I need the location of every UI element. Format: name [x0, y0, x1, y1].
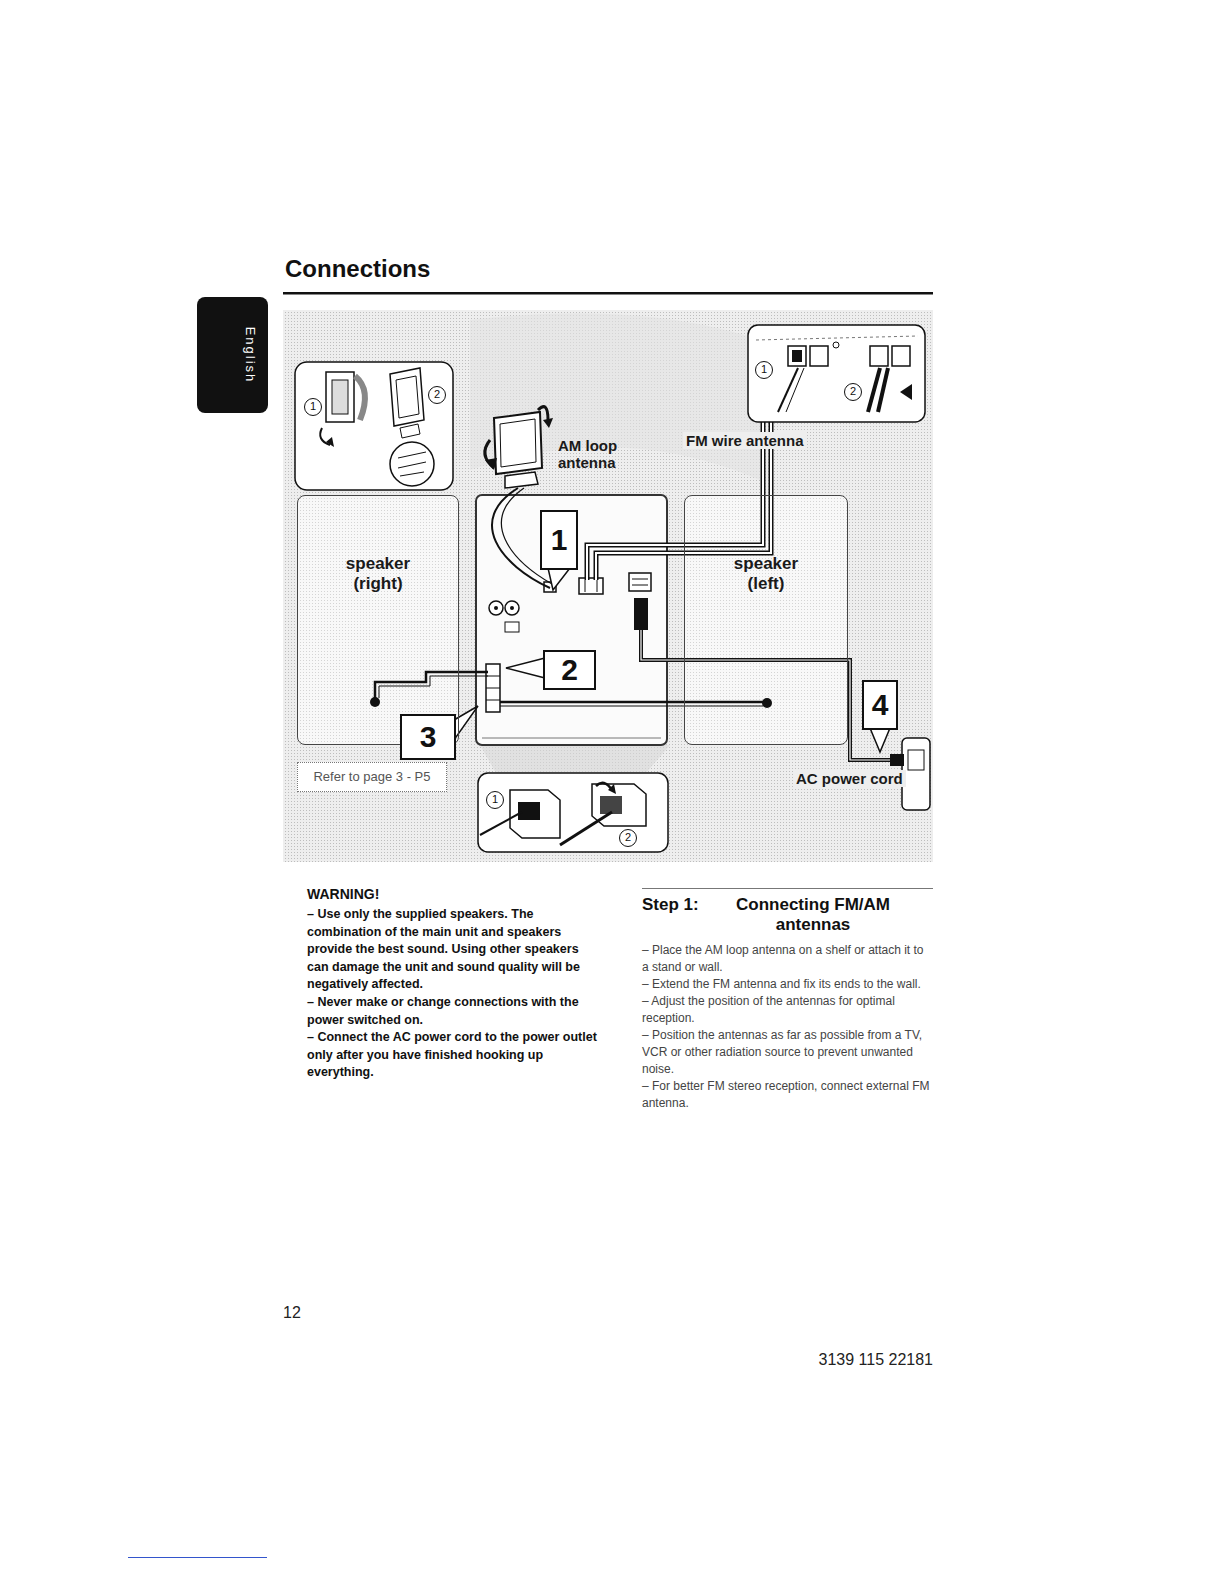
shade — [470, 313, 760, 480]
warning-text: – Connect the AC power cord to the power… — [307, 1029, 599, 1082]
callout-number: 2 — [543, 650, 596, 690]
fm-antenna-inset — [748, 325, 925, 422]
speaker-body — [297, 495, 459, 745]
part-name: FM wire antenna — [683, 432, 807, 449]
document-code: 3139 115 22181 — [763, 1350, 933, 1370]
callout-text: 3 — [420, 720, 437, 754]
step-marker: 1 — [755, 361, 773, 379]
speaker-clip-inset — [478, 773, 668, 852]
step-marker: 1 — [304, 398, 322, 416]
warning-text: – Never make or change connections with … — [307, 994, 599, 1029]
language-tab-text: English — [240, 310, 260, 400]
text-column: – Place the AM loop antenna on a shelf o… — [642, 942, 933, 1112]
step-marker: 2 — [619, 829, 637, 847]
step-marker: 2 — [844, 383, 862, 401]
speaker-body — [684, 495, 848, 745]
language-tab — [197, 297, 268, 413]
callout-number: 1 — [540, 510, 578, 570]
main-unit — [476, 495, 667, 745]
callout-text: 2 — [561, 653, 578, 687]
speaker-label: speaker (right) — [335, 554, 421, 594]
instruction-text: – For better FM stereo reception, connec… — [642, 1078, 933, 1112]
am-antenna-inset — [295, 362, 453, 490]
speaker-label: speaker (left) — [723, 554, 809, 594]
diagram-ground — [283, 310, 933, 862]
instruction-text: – Adjust the position of the antennas fo… — [642, 993, 933, 1027]
instruction-text: – Place the AM loop antenna on a shelf o… — [642, 942, 933, 976]
warning-heading: WARNING! — [307, 885, 599, 903]
callout-text: 4 — [872, 688, 889, 722]
reference-note: Refer to page 3 - P5 — [297, 762, 447, 792]
section-rule — [642, 888, 933, 889]
speaker-box: speaker (right) — [297, 495, 459, 745]
callout-text: 1 — [551, 523, 568, 557]
text-column: WARNING! – Use only the supplied speakers… — [307, 885, 599, 1082]
warning-text: – Use only the supplied speakers. The co… — [307, 906, 599, 994]
step-marker: 1 — [486, 791, 504, 809]
instruction-text: – Position the antennas as far as possib… — [642, 1027, 933, 1078]
note-text: Refer to page 3 - P5 — [313, 769, 430, 785]
step-number: Step 1: — [642, 895, 699, 915]
instruction-text: – Extend the FM antenna and fix its ends… — [642, 976, 933, 993]
callout-number: 3 — [400, 714, 456, 760]
callout-number: 4 — [862, 680, 898, 730]
page-number: 12 — [283, 1303, 301, 1323]
speaker-box: speaker (left) — [684, 495, 848, 745]
footer-line — [128, 1557, 267, 1558]
step-marker: 2 — [428, 386, 446, 404]
am-loop-antenna — [485, 407, 553, 488]
heading-rule — [283, 292, 933, 295]
page-title: Connections — [285, 254, 430, 284]
step-heading: Connecting FM/AM antennas — [725, 895, 901, 935]
part-name: AC power cord — [793, 770, 906, 787]
part-name: AM loop antenna — [558, 437, 628, 471]
